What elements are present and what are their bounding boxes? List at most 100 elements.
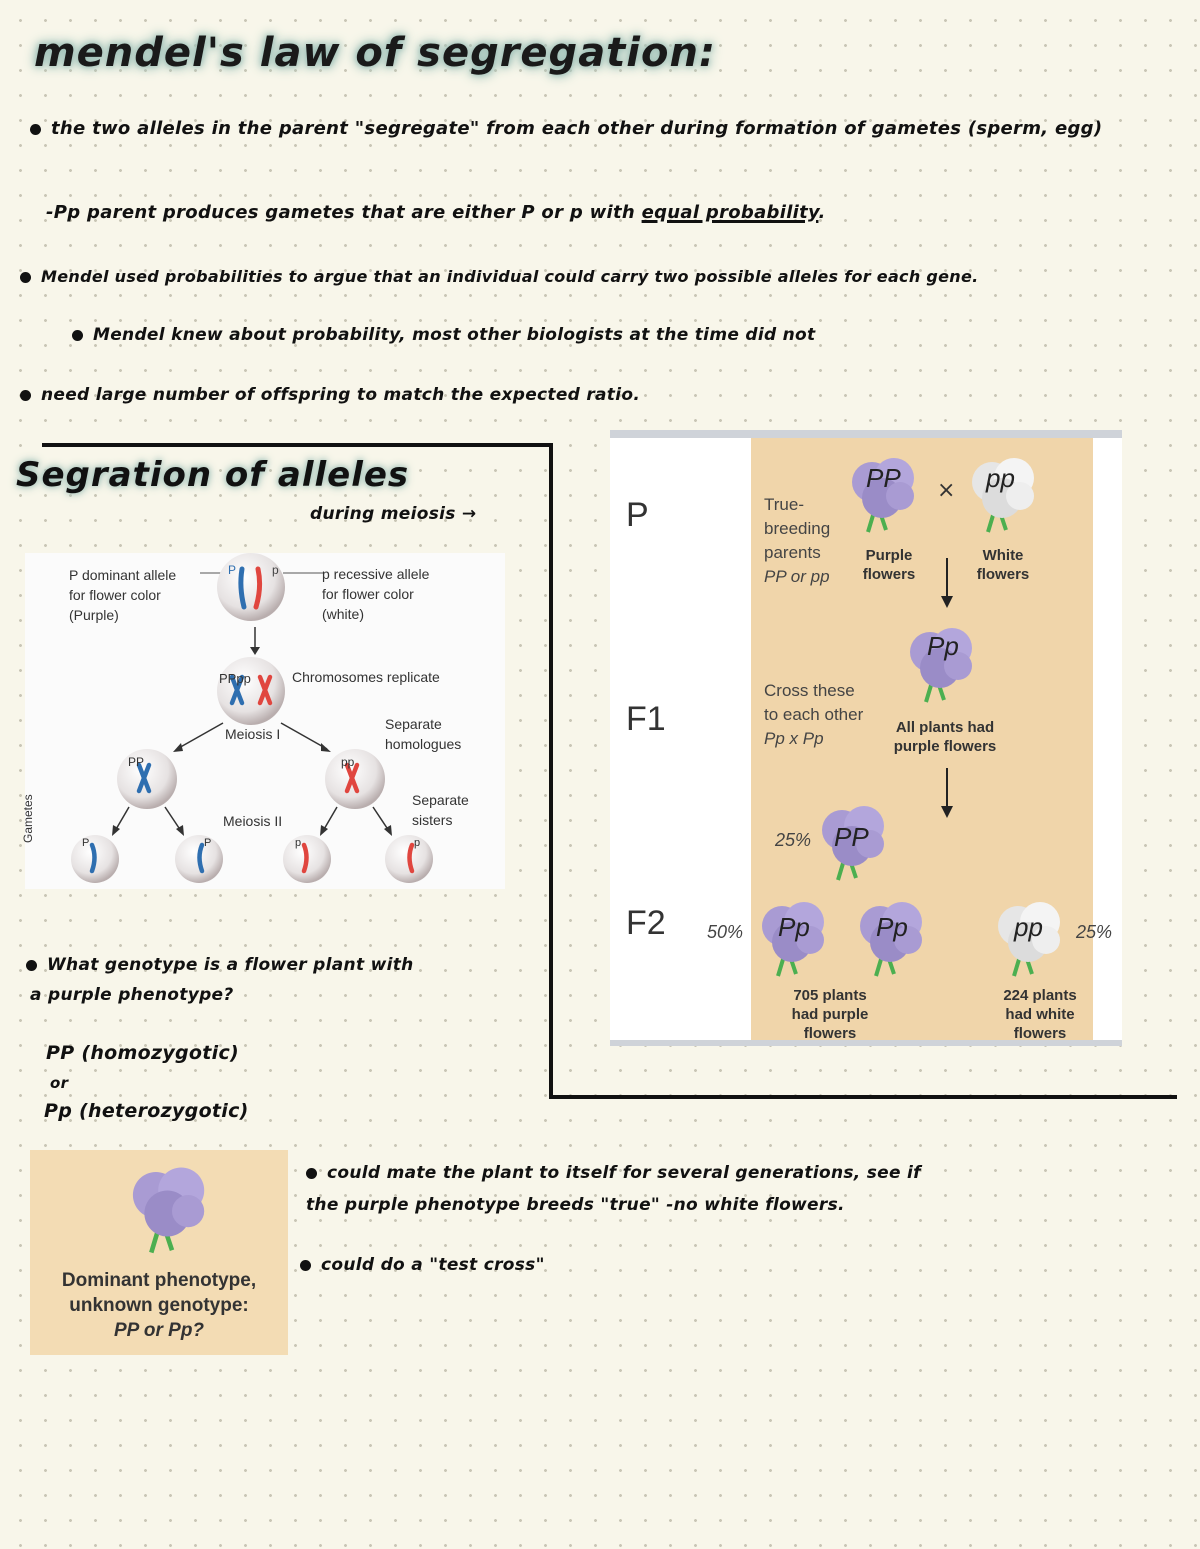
- cross-these-line2: to each other: [764, 705, 864, 724]
- white-flowers-label: White flowers: [960, 546, 1046, 584]
- recessive-allele-line2: for flower color: [322, 586, 414, 602]
- chromosomes-replicate-label: Chromosomes replicate: [292, 669, 440, 685]
- section-border-right: [549, 443, 553, 1099]
- true-breeding-line1: True-: [764, 495, 804, 514]
- F2-purple-flower-PP: [822, 806, 884, 881]
- note-segregate: the two alleles in the parent "segregate…: [30, 116, 1140, 142]
- purple-flowers-label: Purple flowers: [846, 546, 932, 584]
- top-cell-allele-p: p: [272, 563, 279, 577]
- cross-these-label: Cross these to each other Pp x Pp: [764, 679, 863, 751]
- cross-figure: P F1 F2 True- breeding parents PP or pp …: [610, 430, 1122, 1046]
- dominant-allele-line3: (Purple): [69, 607, 119, 623]
- dominant-allele-line2: for flower color: [69, 587, 161, 603]
- question-genotype: What genotype is a flower plant with: [26, 952, 414, 978]
- true-breeding-label: True- breeding parents PP or pp: [764, 493, 830, 589]
- note-test-cross: could do a "test cross": [300, 1252, 545, 1278]
- replicated-cell: [217, 657, 285, 725]
- question-line1: What genotype is a flower plant with: [47, 955, 414, 975]
- F2-Pp1-label: Pp: [778, 912, 810, 942]
- separate-homologues-label: Separate homologues: [385, 714, 461, 754]
- gamete-label-1: P: [82, 837, 90, 849]
- separate-homologues-line2: homologues: [385, 736, 462, 752]
- top-cell-allele-P: P: [228, 563, 237, 577]
- daughter-cell-left: [117, 749, 177, 809]
- white-count-line3: flowers: [1013, 1025, 1067, 1042]
- note-large-number-text: need large number of offspring to match …: [41, 385, 641, 405]
- purple-count-line1: 705 plants: [793, 987, 867, 1004]
- white-count-line2: had white: [1005, 1006, 1075, 1023]
- note-test-cross-text: could do a "test cross": [321, 1255, 545, 1275]
- note-mendel-knew-text: Mendel knew about probability, most othe…: [93, 325, 816, 345]
- F2-PP-label: PP: [834, 822, 869, 852]
- note-large-number: need large number of offspring to match …: [20, 382, 920, 408]
- dominant-allele-line1: P dominant allele: [69, 567, 177, 583]
- answer-homozygotic: PP (homozygotic): [46, 1042, 240, 1064]
- white-flower-pp: [972, 458, 1034, 533]
- purple-count-line2: had purple: [791, 1006, 869, 1023]
- F1-flower-label: Pp: [927, 631, 959, 661]
- section-border-bottom: [549, 1095, 1177, 1099]
- recessive-allele-line3: (white): [322, 606, 365, 622]
- generation-F2-label: F2: [626, 904, 666, 942]
- generation-F1-label: F1: [626, 700, 666, 738]
- cross-times-symbol: ×: [937, 478, 956, 503]
- all-plants-line1: All plants had: [895, 719, 995, 736]
- all-plants-purple-label: All plants had purple flowers: [880, 718, 1010, 756]
- recessive-allele-label: p recessive allele for flower color (whi…: [322, 564, 429, 624]
- meiosis-diagram: [71, 553, 433, 883]
- dominant-purple-flower: [132, 1167, 205, 1254]
- purple-count-line3: flowers: [803, 1025, 857, 1042]
- arrow-F1-to-F2: [941, 768, 953, 818]
- page-title: mendel's law of segregation:: [34, 30, 716, 76]
- P-flower-PP-label: PP: [866, 463, 901, 493]
- note-self-mate: could mate the plant to itself for sever…: [306, 1160, 921, 1186]
- note-period: .: [818, 202, 826, 223]
- F2-Pp2-label: Pp: [876, 912, 908, 942]
- note-segregate-text: the two alleles in the parent "segregate…: [51, 118, 1103, 139]
- left-daughter-label: PP: [128, 755, 145, 769]
- F2-Pp-percent: 50%: [707, 922, 744, 942]
- note-mendel-knew: Mendel knew about probability, most othe…: [72, 322, 972, 348]
- generation-P-label: P: [626, 496, 649, 534]
- note-self-mate-text: could mate the plant to itself for sever…: [327, 1163, 921, 1183]
- gamete-label-4: p: [414, 837, 421, 849]
- question-line2: a purple phenotype?: [30, 985, 234, 1005]
- true-breeding-line4: PP or pp: [764, 567, 830, 586]
- dominant-allele-label: P dominant allele for flower color (Purp…: [69, 565, 176, 625]
- F2-white-flower-pp: [998, 902, 1060, 977]
- dominant-phenotype-text: Dominant phenotype, unknown genotype: PP…: [30, 1268, 288, 1343]
- cross-these-line1: Cross these: [764, 681, 855, 700]
- dominant-line2: unknown genotype:: [69, 1295, 249, 1316]
- dominant-line1: Dominant phenotype,: [61, 1270, 257, 1291]
- F2-purple-flower-Pp-2: [860, 902, 922, 977]
- white-count-line1: 224 plants: [1003, 987, 1077, 1004]
- gametes-label: Gametes: [21, 794, 35, 843]
- purple-count-label: 705 plants had purple flowers: [770, 986, 890, 1043]
- section-title: Segration of alleles: [16, 455, 410, 495]
- note-breeds-true: the purple phenotype breeds "true" -no w…: [306, 1195, 845, 1215]
- note-pp-parent: -Pp parent produces gametes that are eit…: [46, 200, 1046, 226]
- note-probabilities: Mendel used probabilities to argue that …: [20, 264, 1170, 290]
- meiosis-2-label: Meiosis II: [223, 813, 283, 829]
- parent-cell: [217, 553, 285, 621]
- F2-purple-flower-Pp-1: [762, 902, 824, 977]
- meiosis-1-label: Meiosis I: [225, 726, 281, 742]
- white-flowers-line2: flowers: [976, 566, 1030, 583]
- separate-sisters-label: Separate sisters: [412, 790, 469, 830]
- purple-flower-PP: [852, 458, 914, 533]
- P-flower-pp-label: pp: [986, 463, 1015, 493]
- dominant-phenotype-box: Dominant phenotype, unknown genotype: PP…: [30, 1150, 288, 1355]
- true-breeding-line2: breeding: [764, 519, 831, 538]
- purple-flowers-line2: flowers: [862, 566, 916, 583]
- section-subtitle: during meiosis →: [310, 504, 477, 524]
- F1-purple-flower: [910, 628, 972, 703]
- note-equal-probability: equal probability: [641, 202, 819, 223]
- section-border-top: [42, 443, 552, 447]
- true-breeding-line3: parents: [764, 543, 821, 562]
- separate-sisters-line2: sisters: [412, 812, 453, 828]
- cross-these-line3: Pp x Pp: [764, 729, 824, 748]
- separate-sisters-line1: Separate: [412, 792, 469, 808]
- F2-PP-percent: 25%: [775, 830, 812, 850]
- recessive-allele-line1: p recessive allele: [322, 566, 430, 582]
- gamete-label-3: p: [295, 837, 302, 849]
